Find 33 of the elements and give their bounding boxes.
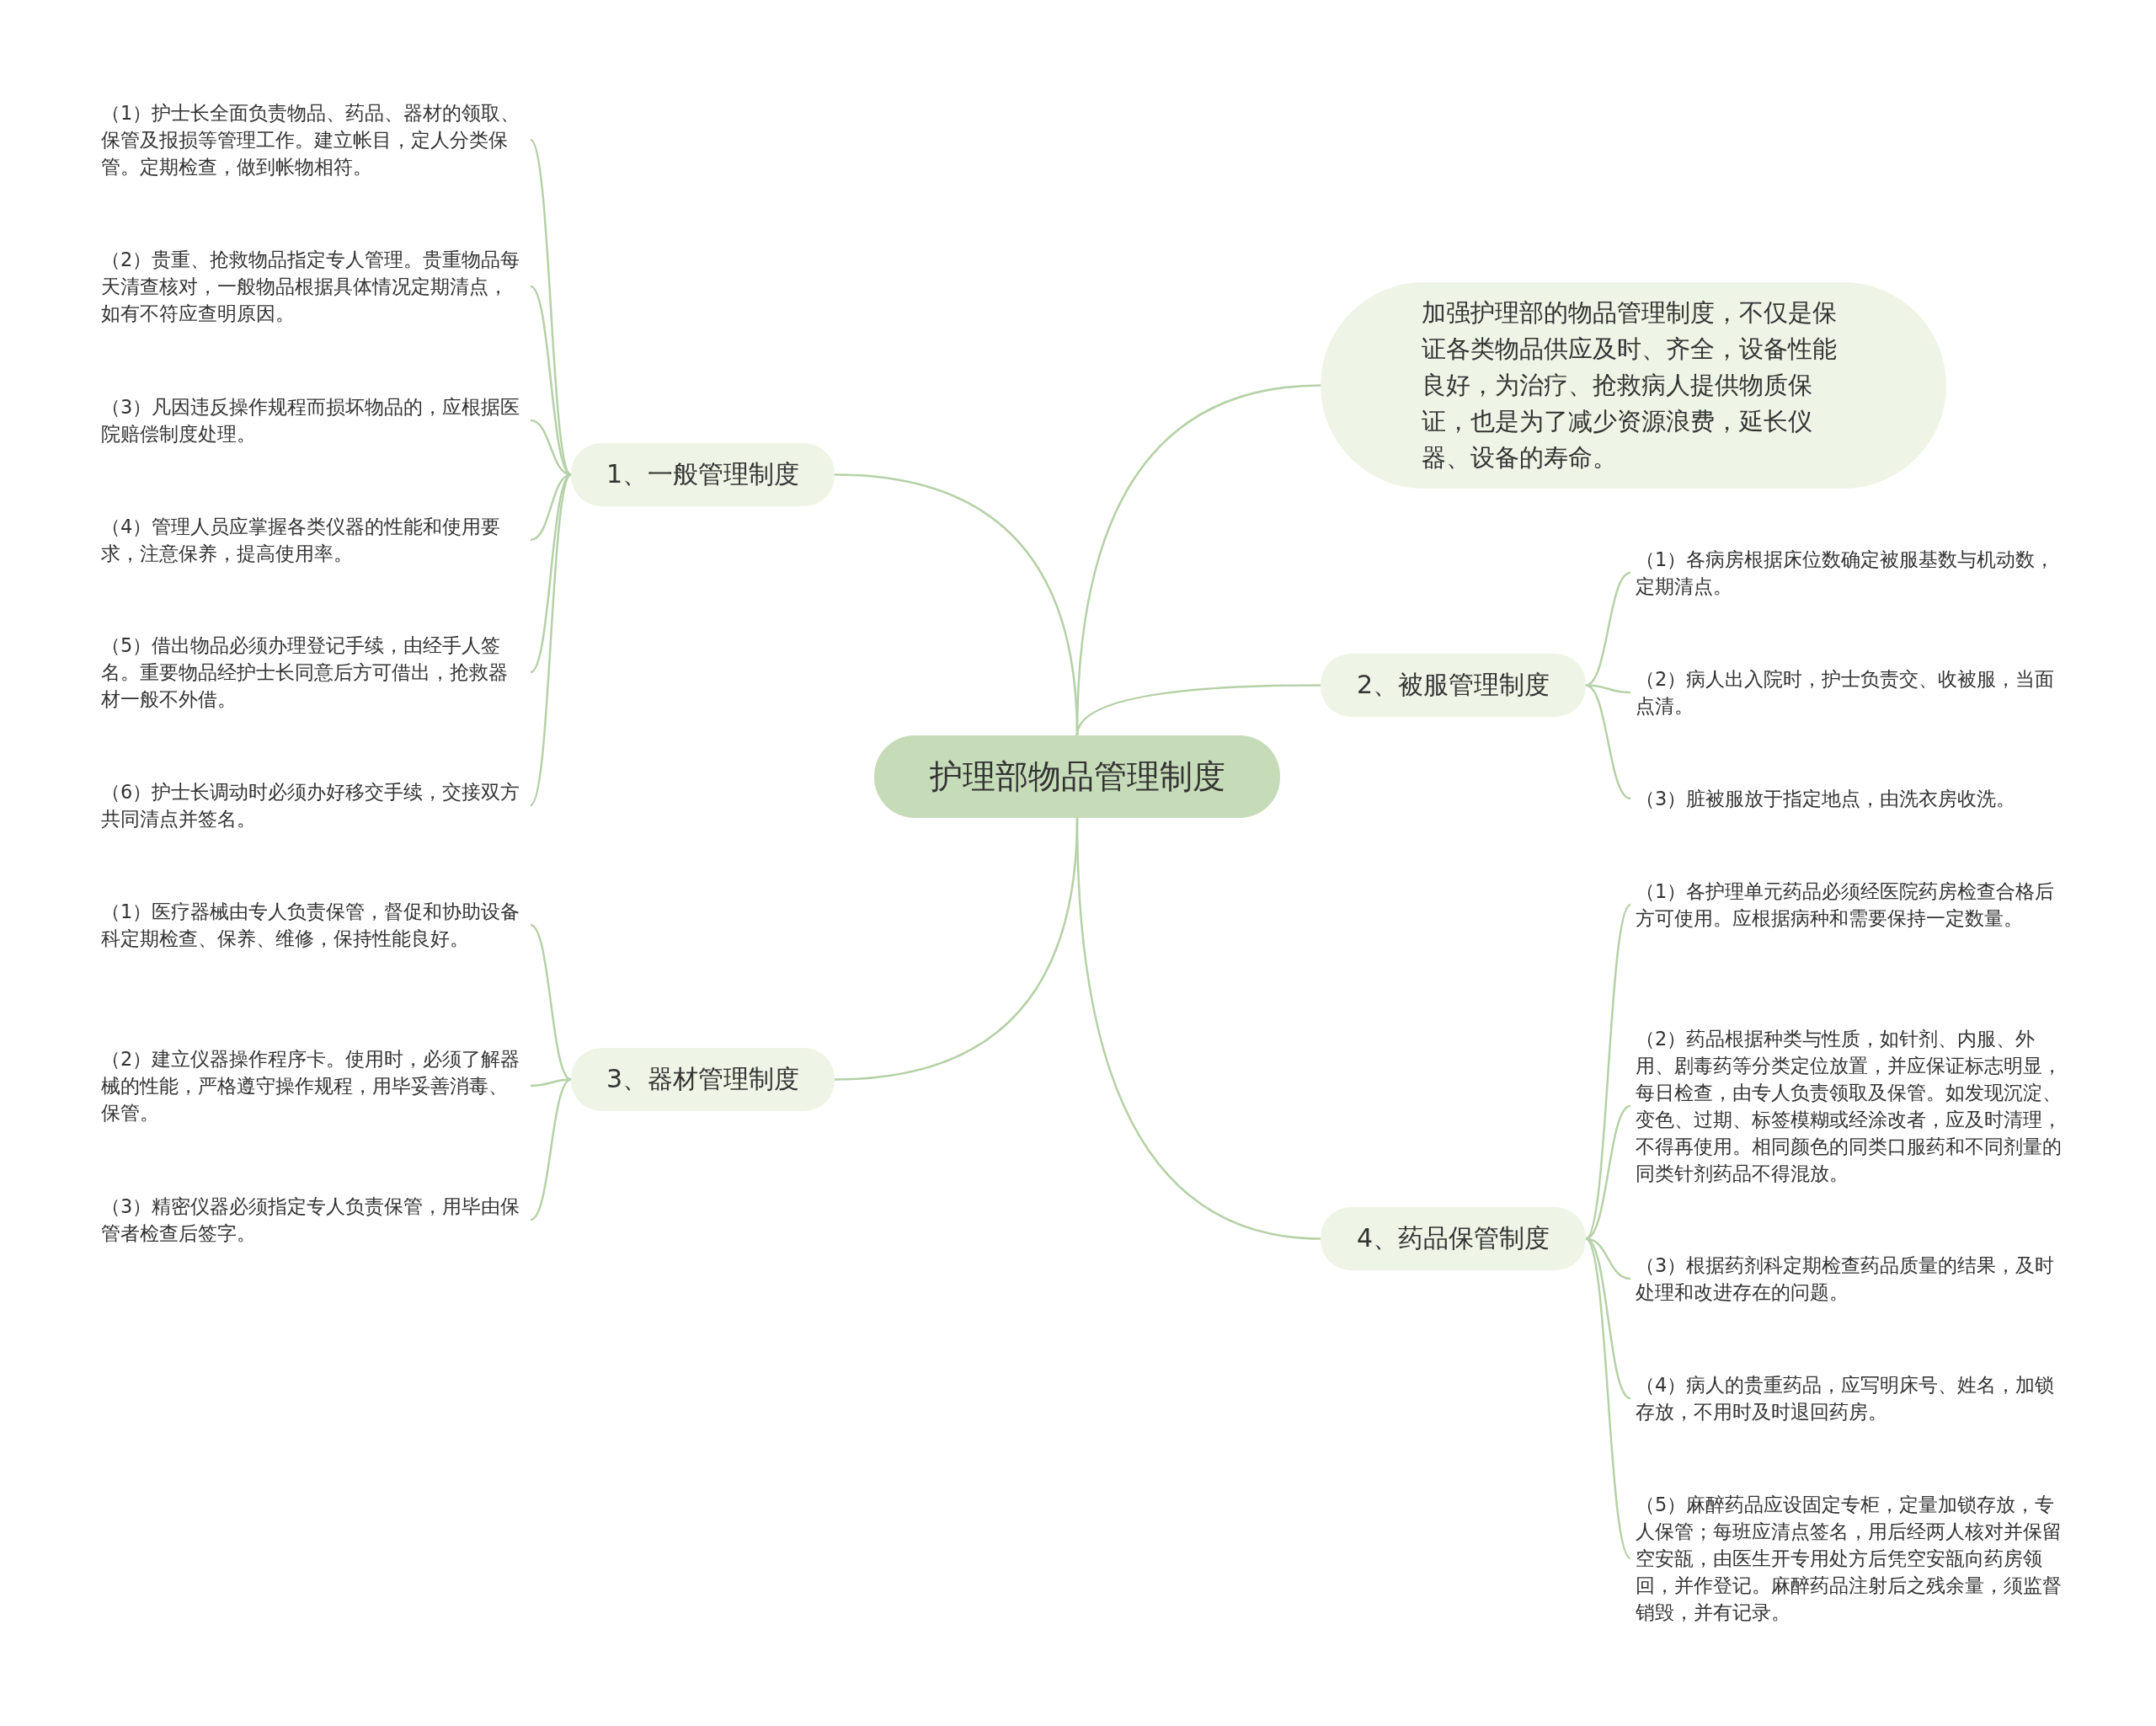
root-topic: 护理部物品管理制度 — [874, 735, 1280, 818]
leaf-note: （4）管理人员应掌握各类仪器的性能和使用要求，注意保养，提高使用率。 — [98, 511, 529, 569]
leaf-note: （2）建立仪器操作程序卡。使用时，必须了解器械的性能，严格遵守操作规程，用毕妥善消毒、保管。 — [98, 1044, 529, 1128]
connector-line — [1585, 684, 1631, 800]
leaf-note: （5）借出物品必须办理登记手续，由经手人签名。重要物品经护士长同意后方可借出，抢救器材一般不外借。 — [98, 630, 529, 714]
leaf-note: （2）病人出入院时，护士负责交、收被服，当面点清。 — [1632, 664, 2066, 721]
connector-line — [1075, 684, 1321, 736]
leaf-note: （3）精密仪器必须指定专人负责保管，用毕由保管者检查后签字。 — [98, 1191, 529, 1248]
branch-topic: 2、被服管理制度 — [1321, 654, 1586, 717]
leaf-note: （3）脏被服放于指定地点，由洗衣房收洗。 — [1632, 783, 2066, 814]
leaf-note: （2）药品根据种类与性质，如针剂、内服、外用、剧毒药等分类定位放置，并应保证标志明显，每日检查，由专人负责领取及保管。如发现沉淀、变色、过期、标签模糊或经涂改者，应及时清理，不得再使用。相同颜色的同类口服药和不同剂量的同类针剂药品不得混放。 — [1632, 1023, 2066, 1189]
leaf-note: （3）凡因违反操作规程而损坏物品的，应根据医院赔偿制度处理。 — [98, 392, 529, 449]
leaf-note: （6）护士长调动时必须办好移交手续，交接双方共同清点并签名。 — [98, 777, 529, 834]
connector-line — [529, 139, 573, 476]
leaf-note: （1）各护理单元药品必须经医院药房检查合格后方可使用。应根据病种和需要保持一定数量。 — [1632, 876, 2066, 933]
leaf-note: （1）护士长全面负责物品、药品、器材的领取、保管及报损等管理工作。建立帐目，定人分类保管。定期检查，做到帐物相符。 — [98, 98, 529, 182]
leaf-note: （3）根据药剂科定期检查药品质量的结果，及时处理和改进存在的问题。 — [1632, 1250, 2066, 1307]
intro-bubble: 加强护理部的物品管理制度，不仅是保证各类物品供应及时、齐全，设备性能良好，为治疗、抢救病人提供物质保证，也是为了减少资源浪费，延长仪器、设备的寿命。 — [1321, 282, 1946, 489]
leaf-note: （1）医疗器械由专人负责保管，督促和协助设备科定期检查、保养、维修，保持性能良好。 — [98, 896, 529, 954]
connector-line — [530, 923, 572, 1081]
connector-line — [530, 1078, 572, 1221]
leaf-note: （5）麻醉药品应设固定专柜，定量加锁存放，专人保管；每班应清点签名，用后经两人核对并保留空安瓿，由医生开专用处方后凭空安瓿向药房领回，并作登记。麻醉药品注射后之残余量，须监督销毁，并有记录。 — [1632, 1489, 2066, 1627]
leaf-note: （2）贵重、抢救物品指定专人管理。贵重物品每天清查核对，一般物品根据具体情况定期清点，如有不符应查明原因。 — [98, 244, 529, 329]
branch-topic: 4、药品保管制度 — [1321, 1207, 1586, 1270]
leaf-note: （4）病人的贵重药品，应写明床号、姓名，加锁存放，不用时及时退回药房。 — [1632, 1370, 2066, 1427]
connector-line — [530, 286, 572, 476]
branch-topic: 1、一般管理制度 — [571, 443, 835, 506]
connector-line — [1585, 904, 1631, 1240]
leaf-note: （1）各病房根据床位数确定被服基数与机动数，定期清点。 — [1632, 544, 2066, 601]
connector-line — [1075, 817, 1321, 1240]
branch-topic: 3、器材管理制度 — [571, 1048, 835, 1111]
connector-line — [1585, 1237, 1631, 1559]
connector-line — [530, 473, 572, 806]
